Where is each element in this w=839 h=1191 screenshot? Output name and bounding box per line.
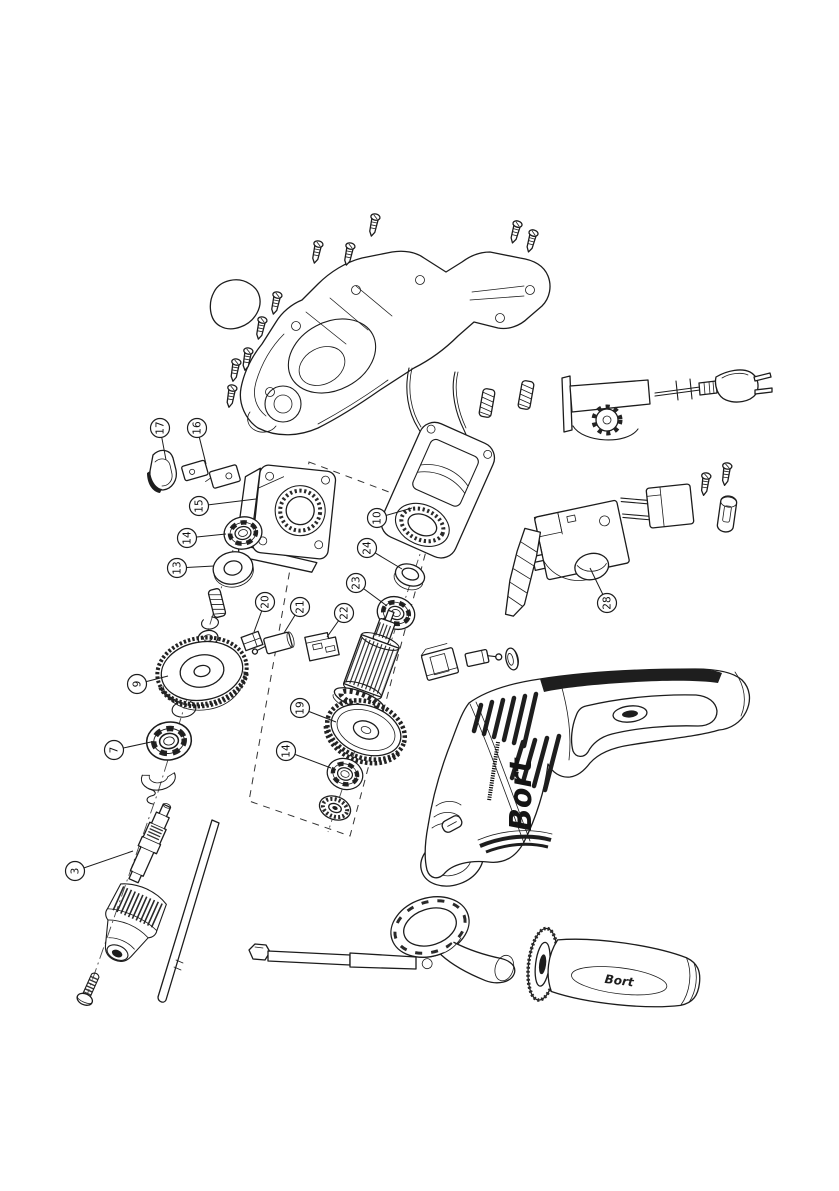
stator — [380, 421, 496, 559]
callout-number: 15 — [194, 499, 206, 512]
brush-holder — [420, 643, 460, 681]
callout-connector-block: 22 — [326, 602, 355, 638]
callout-number: 22 — [339, 606, 351, 619]
drill-chuck — [104, 883, 167, 963]
spindle-shaft — [128, 802, 172, 884]
power-cord-plug — [654, 369, 773, 403]
callout-number: 9 — [132, 681, 144, 688]
callout-ball-bearing-armature-bottom: 14 — [275, 740, 332, 769]
felt-washer — [212, 551, 254, 588]
callout-number: 21 — [295, 600, 307, 613]
suppressor — [251, 631, 295, 655]
brush-springs — [478, 379, 535, 419]
switch-screws — [698, 461, 733, 497]
helical-gear — [323, 698, 408, 766]
connector-block — [304, 631, 340, 662]
terminal-plate — [181, 459, 241, 489]
halfmoon-washer — [140, 772, 176, 791]
callout-gear-housing: 15 — [188, 495, 257, 517]
callout-ball-bearing-armature-top: 23 — [345, 572, 388, 607]
callout-number: 3 — [70, 868, 82, 875]
callout-number: 10 — [372, 511, 384, 524]
callout-terminal-plate: 16 — [186, 417, 208, 465]
bearing-sleeve — [393, 563, 426, 591]
reversing-lever — [504, 527, 542, 617]
chuck-screw — [76, 972, 100, 1006]
callout-suppressor: 21 — [283, 596, 311, 634]
callout-number: 24 — [362, 541, 374, 555]
callout-number: 7 — [109, 747, 121, 754]
callout-number: 13 — [172, 561, 184, 574]
callout-ball-bearing-output: 7 — [103, 739, 152, 761]
callout-number: 16 — [192, 421, 204, 435]
callout-stator: 10 — [366, 507, 413, 529]
side-handle-clamp — [390, 896, 516, 984]
lock-ring — [171, 700, 197, 718]
assembled-drill: Bort — [420, 668, 751, 887]
callout-bearing-sleeve: 24 — [356, 537, 403, 570]
coil-spring — [207, 587, 227, 619]
callout-brush-cap: 17 — [149, 417, 171, 461]
callout-layer: 17 16 15 14 13 9 7 3 10 24 23 22 21 20 19 14 28 — [64, 417, 618, 882]
callout-ball-bearing-spindle: 14 — [176, 527, 227, 549]
callout-helical-gear: 19 — [289, 697, 337, 723]
brush-cap-oval — [505, 647, 519, 671]
callout-number: 14 — [281, 744, 293, 758]
callout-terminal: 20 — [253, 591, 276, 633]
spur-gear — [155, 635, 249, 711]
callout-spindle-shaft: 3 — [64, 850, 134, 882]
side-handle-bolt — [248, 943, 417, 970]
side-handle-grip: Bort — [526, 926, 701, 1008]
spindle-lock-button — [441, 815, 463, 833]
callout-number: 14 — [182, 531, 194, 545]
callout-trigger-switch: 28 — [589, 567, 618, 614]
carbon-brush — [464, 648, 503, 668]
circlip — [201, 616, 219, 630]
depth-gauge-rod — [157, 819, 220, 1003]
callout-washer: 13 — [166, 557, 215, 579]
terminal — [240, 630, 264, 652]
cord-sleeve — [716, 495, 738, 533]
brush-cap — [147, 449, 178, 493]
switch-assembly — [531, 499, 630, 581]
body-brand-logo: Bort — [504, 757, 539, 831]
callout-number: 20 — [260, 595, 272, 608]
vent-slats — [471, 691, 562, 793]
housing-gasket — [209, 279, 261, 330]
motor-housing-shell — [239, 250, 551, 436]
gear-housing — [235, 464, 337, 573]
hatched-washer — [318, 795, 352, 821]
callout-number: 19 — [295, 701, 307, 714]
cord-clamp-bracket — [561, 375, 651, 441]
ball-bearing-output — [144, 719, 195, 764]
callout-spur-gear: 9 — [126, 673, 169, 695]
handle-brand-logo: Bort — [604, 972, 636, 990]
capacitor — [620, 483, 695, 529]
wave-clip — [146, 788, 156, 805]
callout-number: 17 — [155, 421, 167, 434]
callout-number: 28 — [602, 596, 614, 609]
callout-number: 23 — [351, 576, 363, 589]
